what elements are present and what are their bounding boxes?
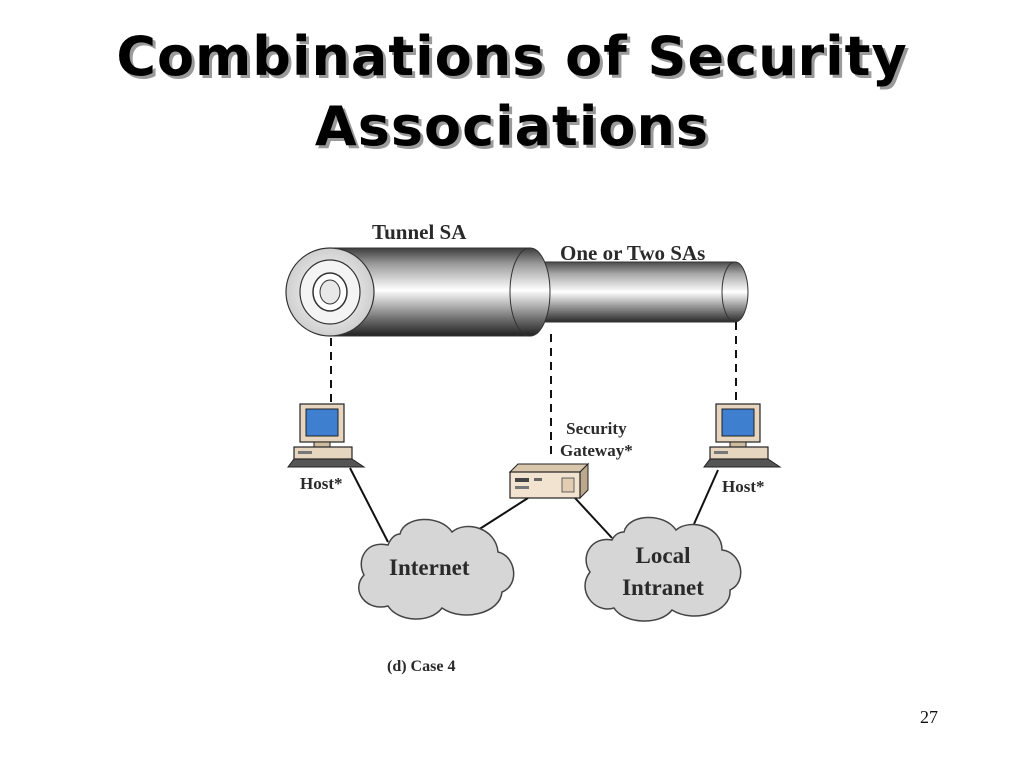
page-number: 27 — [920, 707, 938, 727]
intranet-label-line-2: Intranet — [622, 575, 704, 600]
dashed-connectors — [330, 322, 737, 460]
security-gateway-icon — [508, 462, 590, 500]
one-or-two-sas-label: One or Two SAs — [560, 241, 706, 265]
intranet-label-line-1: Local — [635, 543, 691, 568]
gateway-label-line-2: Gateway* — [560, 441, 633, 460]
link-internet-gateway — [477, 497, 529, 531]
title-line-1: Combinations of Security — [116, 25, 908, 88]
slide-title: Combinations of Security Associations — [0, 22, 1024, 162]
intranet-cloud — [584, 516, 742, 622]
left-host-label: Host* — [300, 474, 343, 493]
host-computer-icon — [287, 403, 366, 468]
internet-label: Internet — [389, 555, 470, 580]
local-intranet-label: Local Intranet — [610, 540, 716, 604]
internet-cloud — [358, 518, 515, 620]
title-line-2: Associations — [314, 95, 710, 158]
tunnel-sa-tube — [285, 247, 551, 337]
gateway-label-line-1: Security — [566, 419, 627, 438]
cloud-icon — [584, 516, 742, 622]
host-computer-icon — [703, 403, 782, 468]
figure-caption: (d) Case 4 — [387, 658, 456, 675]
inner-sa-tube — [520, 261, 749, 323]
tunnel-sa-label: Tunnel SA — [372, 220, 467, 244]
link-right-host-intranet — [693, 469, 719, 525]
right-host-label: Host* — [722, 477, 765, 496]
link-left-host-internet — [349, 467, 389, 543]
link-gateway-intranet — [574, 497, 613, 539]
network-links — [349, 467, 719, 543]
cloud-icon — [358, 518, 515, 620]
security-gateway-label: Security Gateway* — [560, 418, 633, 462]
